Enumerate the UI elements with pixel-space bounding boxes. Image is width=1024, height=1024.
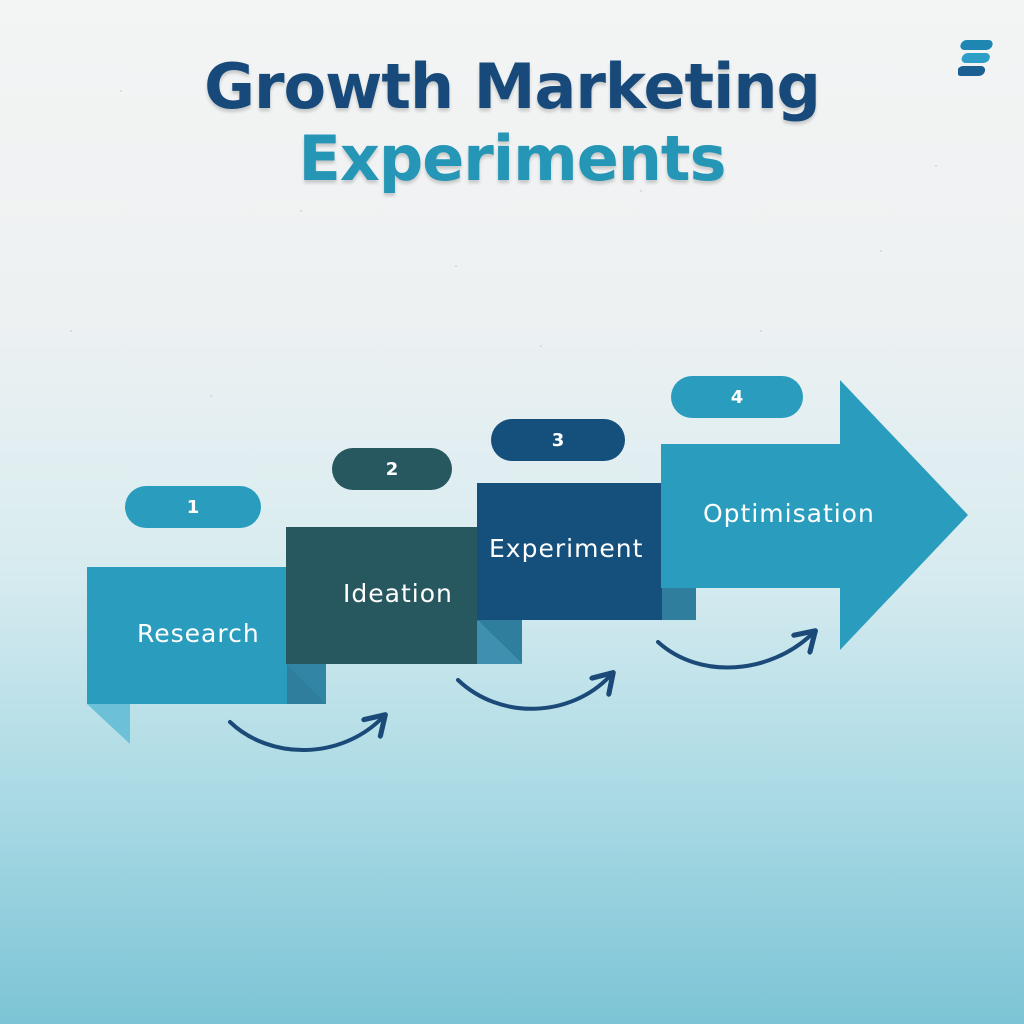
title-line-1: Growth Marketing (204, 50, 821, 123)
step-3-number-badge: 3 (491, 419, 625, 461)
step-4-arrow (661, 380, 968, 650)
connector-arrow-2-icon (456, 676, 610, 711)
brand-s-logo-icon (958, 40, 993, 76)
step-1-label: Research (137, 619, 260, 648)
title-line-2: Experiments (298, 122, 727, 195)
connector-arrow-1-icon (228, 718, 382, 752)
step-2-label: Ideation (343, 579, 453, 608)
step-4-number-badge: 4 (671, 376, 803, 418)
step-2-block (286, 527, 522, 664)
step-4-label: Optimisation (703, 499, 875, 528)
step-3-block (477, 483, 696, 620)
connector-arrow-3-icon (656, 634, 812, 670)
step-3-label: Experiment (489, 534, 644, 563)
step-1-number-badge: 1 (125, 486, 261, 528)
step-1-block (87, 567, 326, 744)
step-2-number-badge: 2 (332, 448, 452, 490)
